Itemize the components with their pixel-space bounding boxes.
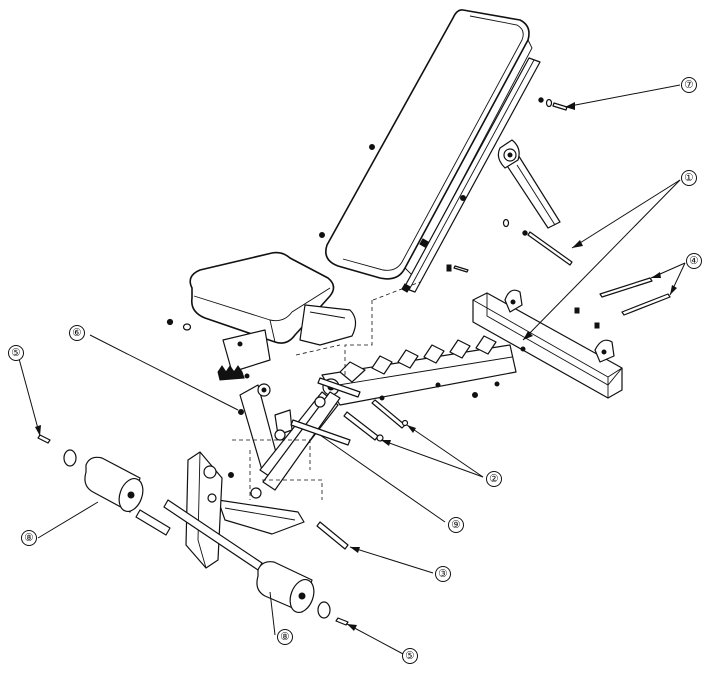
- svg-text:⑨: ⑨: [451, 519, 460, 531]
- callout-8-upper: ⑧: [21, 530, 37, 546]
- svg-text:④: ④: [689, 255, 698, 267]
- svg-text:②: ②: [489, 473, 498, 485]
- pins-and-rods: [290, 377, 409, 550]
- callout-5-upper: ⑤: [8, 345, 24, 361]
- seat-bracket: [217, 304, 357, 381]
- back-pad-hardware: [446, 97, 573, 273]
- callout-7: ⑦: [681, 77, 697, 93]
- svg-text:⑧: ⑧: [280, 631, 289, 643]
- back-pad-rail: [401, 57, 541, 293]
- svg-text:⑤: ⑤: [11, 347, 20, 359]
- svg-text:⑦: ⑦: [684, 79, 693, 91]
- callout-1: ①: [681, 170, 697, 186]
- back-pad: [319, 9, 533, 280]
- seat-pad: [166, 251, 335, 344]
- leg-holder-frame: [135, 451, 263, 571]
- callout-2: ②: [486, 471, 502, 487]
- svg-text:⑥: ⑥: [72, 327, 81, 339]
- callout-9: ⑨: [448, 517, 464, 533]
- svg-text:⑧: ⑧: [24, 532, 33, 544]
- callout-5-lower: ⑤: [402, 648, 418, 664]
- front-base-tube: [472, 289, 623, 399]
- svg-text:⑤: ⑤: [405, 650, 414, 662]
- hidden-lines: [232, 281, 421, 500]
- svg-text:③: ③: [438, 568, 447, 580]
- callout-leaders: [17, 84, 686, 656]
- back-support-bracket: [497, 139, 561, 229]
- front-base-hardware: [472, 277, 671, 398]
- callout-8-lower: ⑧: [277, 629, 293, 645]
- central-frame: [217, 383, 341, 535]
- callout-6: ⑥: [69, 325, 85, 341]
- callout-4: ④: [686, 253, 702, 269]
- foam-roller-lower: [256, 561, 349, 626]
- svg-text:①: ①: [684, 172, 693, 184]
- foam-roller-upper: [37, 434, 144, 513]
- callout-3: ③: [435, 566, 451, 582]
